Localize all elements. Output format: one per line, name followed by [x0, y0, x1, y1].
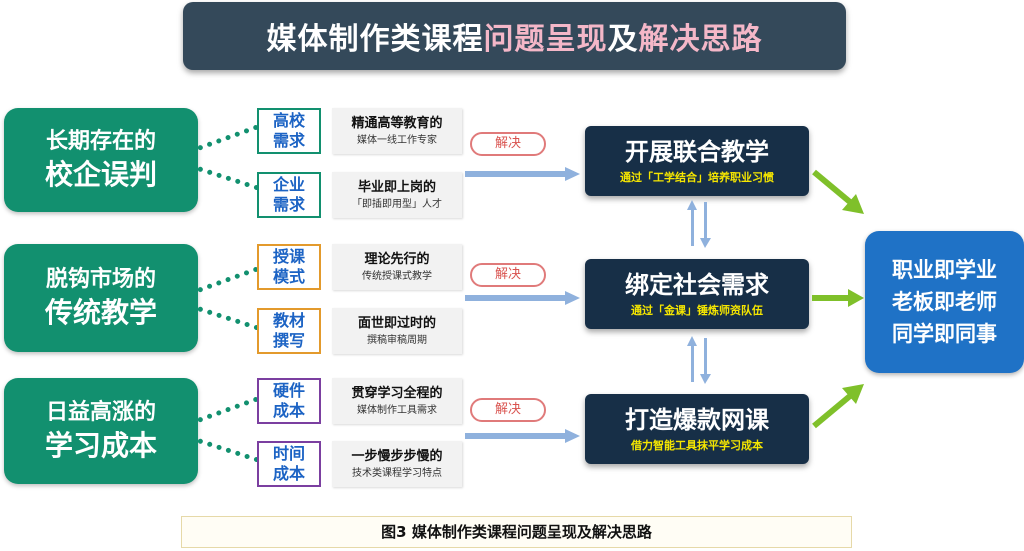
problem-2-line1: 脱钩市场的	[45, 267, 156, 292]
problem-box-3: 日益高涨的 学习成本	[4, 378, 198, 484]
tag-teaching-mode: 授课模式	[257, 244, 321, 290]
title-part1: 媒体制作类课程	[266, 22, 484, 57]
description-box: 面世即过时的 撰稿审稿周期	[332, 308, 462, 354]
solution-subtitle: 借力智能工具抹平学习成本	[631, 439, 763, 452]
tag-line1: 企业	[272, 175, 305, 194]
description-box: 毕业即上岗的 「即插即用型」人才	[332, 172, 462, 218]
description-sub: 媒体一线工作专家	[357, 134, 437, 146]
connector-dots	[197, 124, 259, 151]
solution-title: 绑定社会需求	[625, 271, 769, 299]
description-main: 一步慢步步慢的	[351, 448, 443, 464]
tag-line2: 需求	[272, 195, 305, 214]
swap-vertical-icon	[687, 200, 711, 248]
arrow-right-icon	[465, 429, 580, 443]
solution-title: 开展联合教学	[625, 138, 769, 166]
problem-1-line1: 长期存在的	[45, 129, 156, 154]
arrow-diagonal-up-icon	[812, 384, 864, 429]
tag-line1: 教材	[272, 311, 305, 330]
problem-3-line2: 学习成本	[44, 429, 157, 462]
solution-subtitle: 通过「工学结合」培养职业习惯	[620, 171, 774, 184]
page-title: 媒体制作类课程问题呈现及解决思路	[183, 2, 846, 70]
description-sub: 撰稿审稿周期	[367, 334, 427, 346]
outcome-line: 同学即同事	[892, 322, 997, 346]
outcome-line: 老板即老师	[892, 290, 997, 314]
description-sub: 技术类课程学习特点	[352, 467, 442, 479]
tag-line2: 成本	[272, 401, 305, 420]
tag-line1: 时间	[272, 444, 305, 463]
problem-3-line1: 日益高涨的	[45, 400, 156, 425]
description-main: 精通高等教育的	[351, 115, 443, 131]
connector-dots	[197, 438, 260, 463]
arrow-diagonal-down-icon	[812, 169, 864, 214]
swap-vertical-icon	[687, 336, 711, 384]
description-box: 精通高等教育的 媒体一线工作专家	[332, 108, 462, 154]
tag-line2: 撰写	[272, 331, 305, 350]
arrow-right-icon	[465, 167, 580, 181]
tag-hardware-cost: 硬件成本	[257, 378, 321, 424]
connector-dots	[197, 166, 260, 191]
connector-dots	[197, 266, 259, 293]
tag-textbook-writing: 教材撰写	[257, 308, 321, 354]
solution-box-3: 打造爆款网课 借力智能工具抹平学习成本	[585, 394, 809, 464]
arrow-right-icon	[465, 291, 580, 305]
problem-1-line2: 校企误判	[44, 158, 157, 191]
solve-pill: 解决	[470, 132, 546, 156]
tag-line1: 授课	[272, 247, 305, 266]
solve-pill: 解决	[470, 263, 546, 287]
description-box: 贯穿学习全程的 媒体制作工具需求	[332, 378, 462, 424]
description-sub: 「即插即用型」人才	[352, 198, 442, 210]
solution-subtitle: 通过「金课」锤炼师资队伍	[631, 304, 763, 317]
description-box: 一步慢步步慢的 技术类课程学习特点	[332, 441, 462, 487]
outcome-box: 职业即学业 老板即老师 同学即同事	[865, 231, 1024, 373]
tag-enterprise-demand: 企业需求	[257, 172, 321, 218]
connector-dots	[197, 396, 259, 423]
description-main: 毕业即上岗的	[357, 179, 436, 195]
description-main: 面世即过时的	[357, 315, 436, 331]
solution-box-1: 开展联合教学 通过「工学结合」培养职业习惯	[585, 126, 809, 196]
outcome-line: 职业即学业	[892, 258, 997, 282]
tag-line1: 硬件	[272, 381, 305, 400]
problem-box-2: 脱钩市场的 传统教学	[4, 244, 198, 352]
arrow-right-icon	[812, 289, 864, 307]
tag-line2: 成本	[272, 464, 305, 483]
tag-line2: 需求	[272, 131, 305, 150]
tag-line2: 模式	[272, 267, 305, 286]
title-part3: 及	[607, 22, 639, 57]
solution-title: 打造爆款网课	[625, 406, 769, 434]
connector-dots	[197, 306, 260, 331]
title-part4: 解决思路	[638, 22, 763, 57]
problem-box-1: 长期存在的 校企误判	[4, 108, 198, 212]
tag-university-demand: 高校需求	[257, 108, 321, 154]
description-main: 贯穿学习全程的	[351, 385, 443, 401]
solve-pill: 解决	[470, 398, 546, 422]
description-box: 理论先行的 传统授课式教学	[332, 244, 462, 290]
description-main: 理论先行的	[364, 251, 430, 267]
tag-line1: 高校	[272, 111, 305, 130]
description-sub: 传统授课式教学	[362, 270, 432, 282]
tag-time-cost: 时间成本	[257, 441, 321, 487]
title-part2: 问题呈现	[483, 22, 608, 57]
problem-2-line2: 传统教学	[44, 296, 157, 329]
description-sub: 媒体制作工具需求	[357, 404, 437, 416]
figure-caption: 图3 媒体制作类课程问题呈现及解决思路	[181, 516, 852, 548]
solution-box-2: 绑定社会需求 通过「金课」锤炼师资队伍	[585, 259, 809, 329]
